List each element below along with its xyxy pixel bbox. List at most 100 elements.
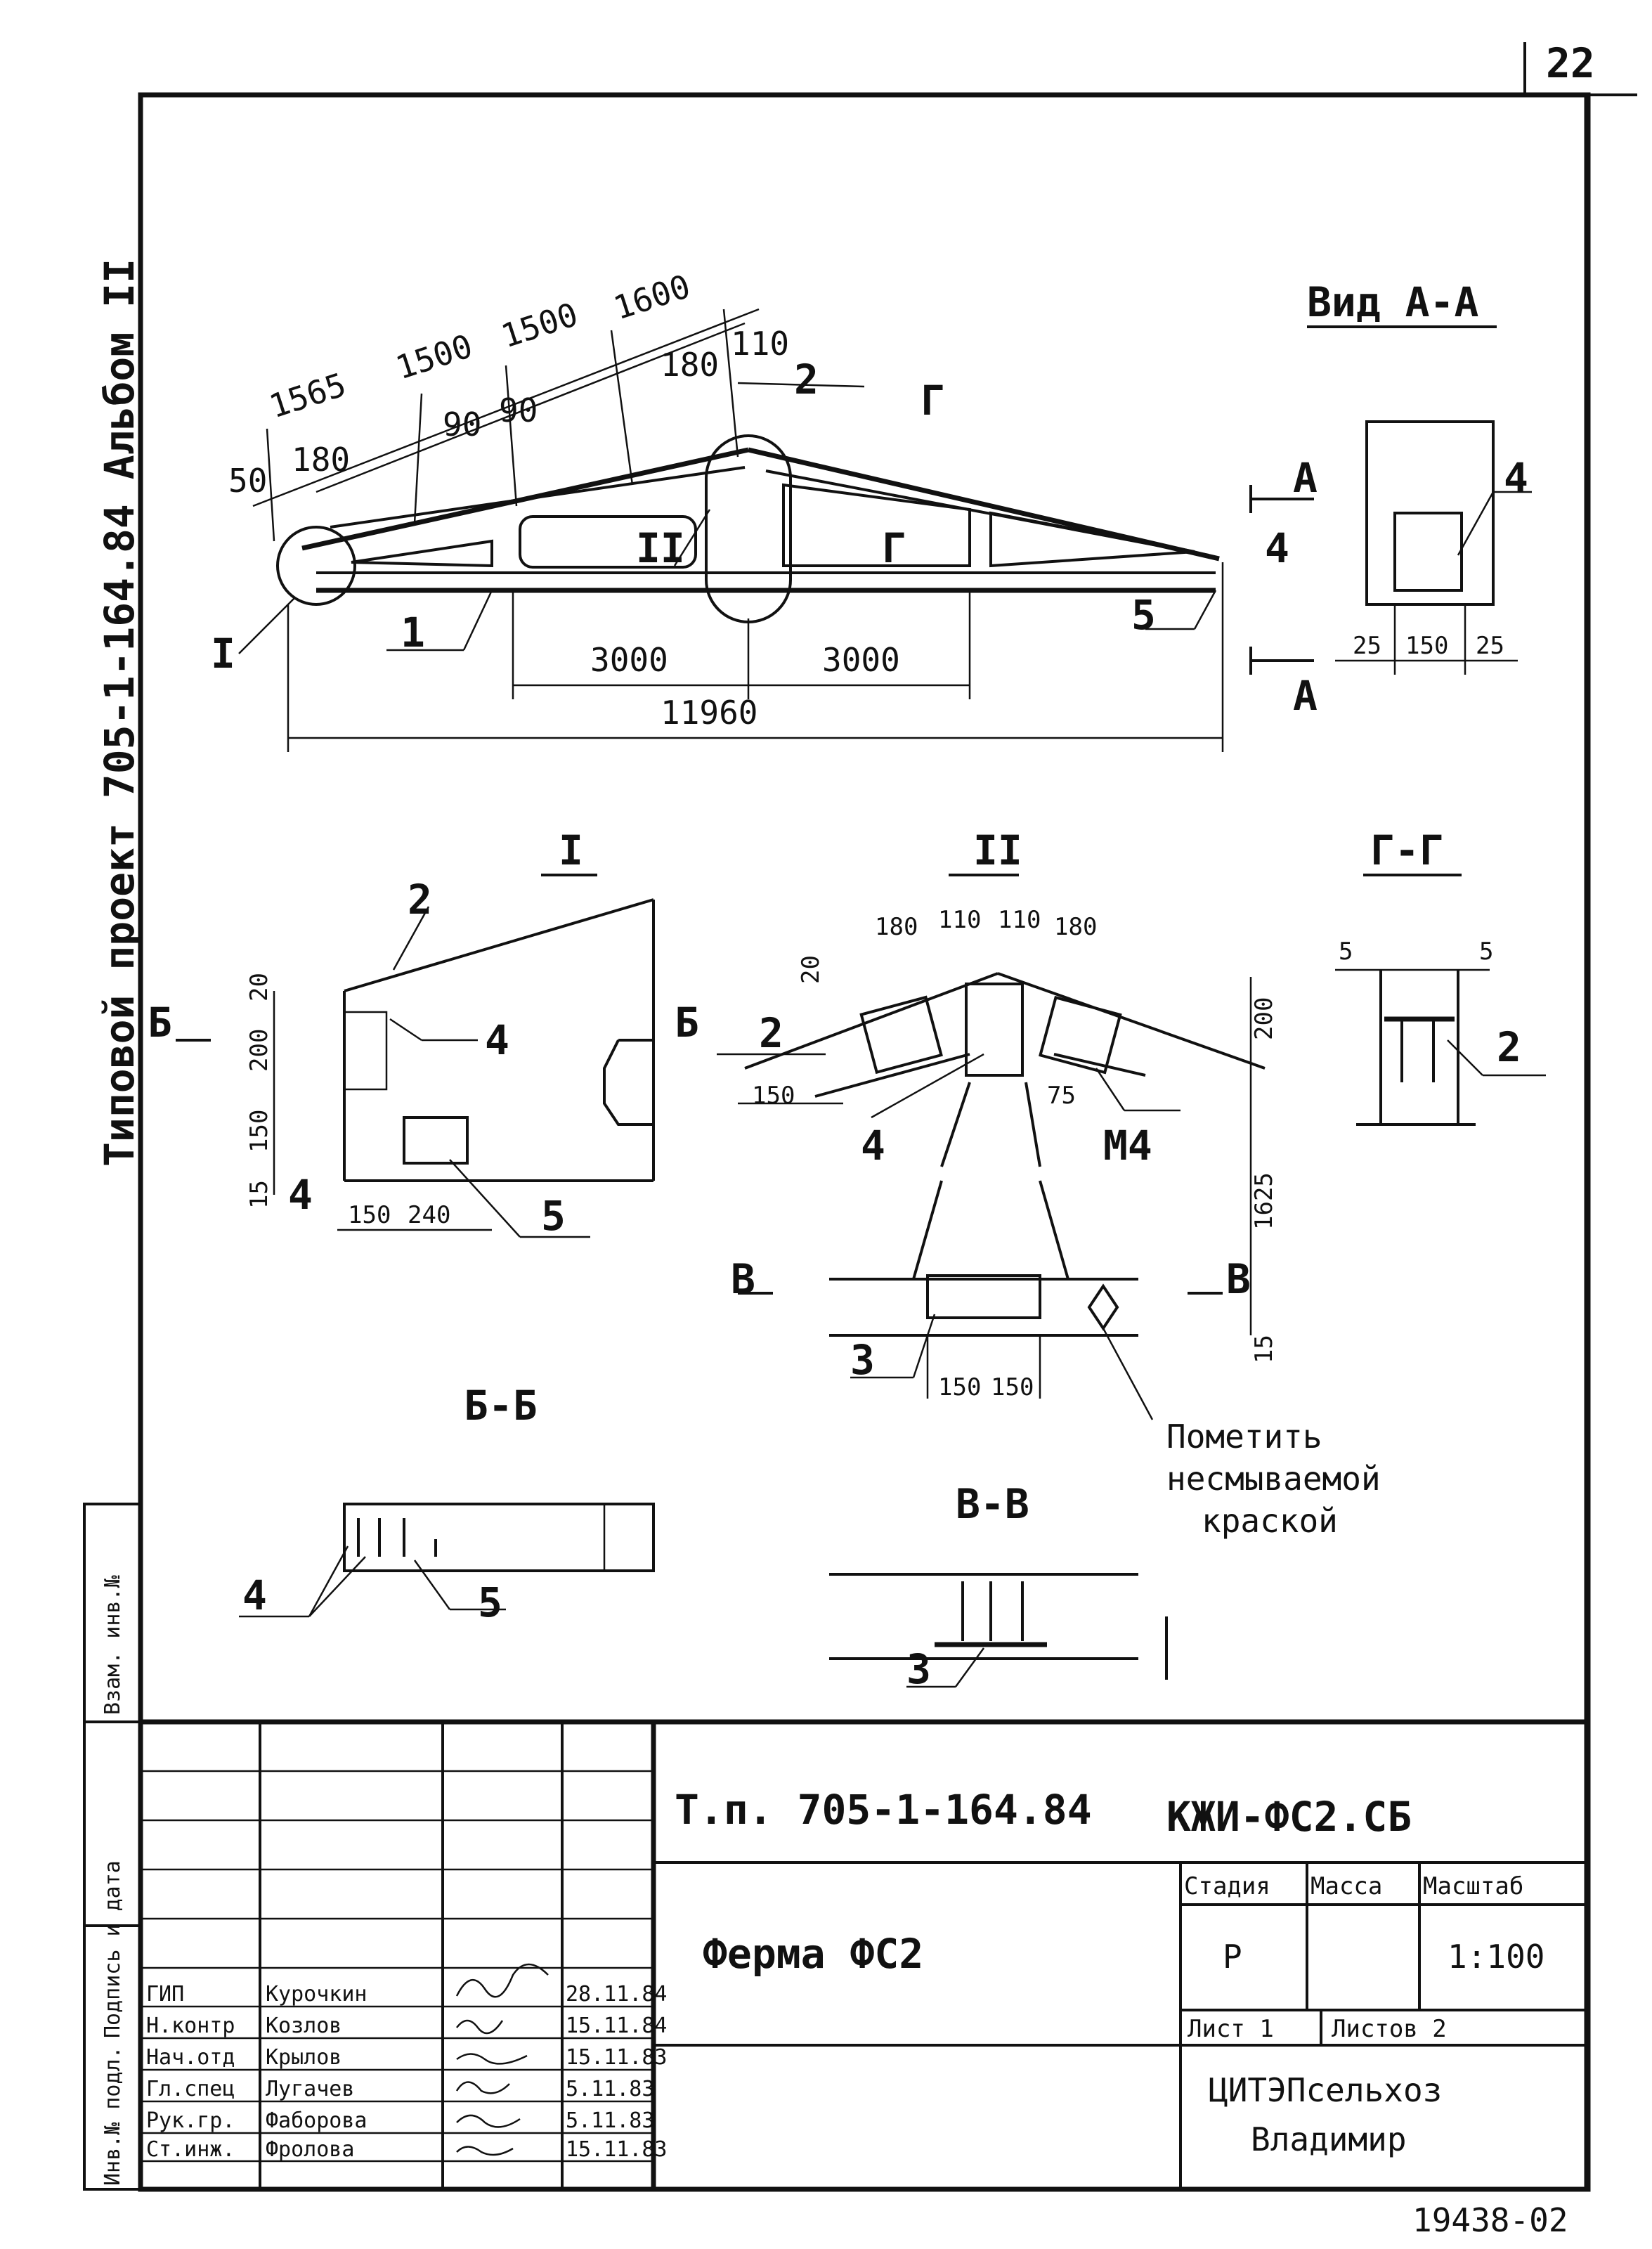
dim-11960: 11960 [661,694,757,732]
callout-2: 2 [794,356,819,403]
dim-110: 110 [731,325,789,363]
title-block-grid [138,1719,1591,2192]
gg-dim-5-left: 5 [1339,938,1353,966]
staff-role-1: Н.контр [146,2014,235,2038]
dim-3000-b: 3000 [822,641,900,679]
stamp-inv-podl: Инв.№ подл. [100,2046,125,2186]
staff-date-2: 15.11.83 [566,2045,668,2070]
gg-dim-5-right: 5 [1479,938,1493,966]
side-project-label: Типовой проект 705-1-164.84 Альбом II [96,259,143,1167]
ii-dim-1625: 1625 [1250,1172,1278,1230]
staff-date-5: 15.11.83 [566,2137,668,2162]
ii-callout-v-right: В [1226,1255,1251,1303]
signatures [455,1963,549,2156]
view-aa-callout-4: 4 [1504,454,1528,502]
aa-dim-25-right: 25 [1476,632,1504,660]
archive-number: 19438-02 [1412,2201,1568,2239]
ii-dim-150-a: 150 [938,1373,981,1401]
staff-role-0: ГИП [146,1982,184,2007]
detail-i-drawing [176,898,655,1238]
i-dim-150: 150 [245,1110,273,1153]
staff-date-4: 5.11.83 [566,2108,654,2133]
detail-ii-drawing [717,972,1266,1420]
ii-callout-3: 3 [850,1336,875,1384]
detail-ii-title: II [973,827,1022,874]
drawing-title: Ферма ФС2 [703,1930,923,1978]
staff-role-5: Ст.инж. [146,2137,235,2162]
callout-5: 5 [1131,591,1156,639]
ii-dim-110-b: 110 [998,906,1041,934]
section-bb-title: Б-Б [464,1382,538,1430]
staff-name-3: Лугачев [266,2077,354,2101]
staff-name-1: Козлов [266,2014,342,2038]
detail-i-title: I [559,827,583,874]
i-callout-2: 2 [408,876,432,923]
stamp-vzam-inv: Взам. инв.№ [100,1575,125,1715]
staff-name-0: Курочкин [266,1982,368,2007]
i-dim-240: 240 [408,1201,450,1229]
ii-dim-150-b: 150 [991,1373,1034,1401]
staff-role-4: Рук.гр. [146,2108,235,2133]
sheet-number: 22 [1546,39,1595,87]
callout-i: I [211,630,235,678]
dim-1500-b: 1500 [497,295,583,356]
section-gg-title: Г-Г [1370,827,1444,874]
i-callout-4-bottom: 4 [288,1171,313,1219]
staff-name-4: Фаборова [266,2108,368,2133]
ii-dim-180-b: 180 [1054,913,1097,941]
dim-90-b: 90 [499,391,538,429]
staff-name-5: Фролова [266,2137,354,2162]
organization-name: ЦИТЭПсельхоз [1209,2071,1442,2109]
staff-date-3: 5.11.83 [566,2077,654,2101]
ii-dim-20: 20 [797,955,825,984]
ii-callout-2: 2 [759,1009,783,1057]
view-aa [1335,420,1532,675]
detail-ii-marker [705,434,792,623]
dim-1500-a: 1500 [391,327,477,387]
note-line-2: несмываемой [1166,1460,1381,1498]
callout-a-top: А [1293,454,1318,502]
staff-role-2: Нач.отд [146,2045,235,2070]
i-dim-200: 200 [245,1029,273,1072]
section-vv-drawing [829,1573,1168,1688]
dim-180-right: 180 [661,346,719,384]
section-gg-drawing [1335,968,1546,1126]
i-dim-20: 20 [245,973,273,1002]
ii-dim-150: 150 [752,1082,795,1110]
staff-date-1: 15.11.84 [566,2014,668,2038]
dim-180-left: 180 [292,441,350,479]
ii-dim-15: 15 [1250,1335,1278,1363]
ii-dim-75: 75 [1047,1082,1076,1110]
drawing-code: КЖИ-ФС2.СБ [1166,1793,1412,1841]
organization-city: Владимир [1251,2120,1407,2158]
i-dim-15: 15 [245,1180,273,1209]
header-mass: Масса [1310,1872,1382,1900]
callout-g-bottom: Г [882,524,906,572]
view-aa-title: Вид А-А [1307,278,1478,326]
i-callout-b-right: Б [675,999,699,1046]
header-scale: Масштаб [1423,1872,1523,1900]
aa-dim-150: 150 [1405,632,1448,660]
vv-callout-3: 3 [906,1645,931,1693]
ii-callout-v-left: В [731,1255,755,1303]
ii-dim-180-a: 180 [875,913,918,941]
ii-callout-4: 4 [861,1122,885,1169]
staff-table: ГИП Курочкин 28.11.84 Н.контр Козлов 15.… [146,1982,668,2162]
bb-callout-5: 5 [478,1579,502,1626]
dim-1565: 1565 [265,365,351,426]
aa-dim-25-left: 25 [1353,632,1381,660]
section-bb-drawing [239,1503,655,1618]
stamp-signature-date: Подпись и дата [100,1860,125,2038]
stage-value: Р [1223,1938,1242,1976]
sheet-index: Лист 1 [1188,2015,1274,2043]
staff-name-2: Крылов [266,2045,342,2070]
sheets-total: Листов 2 [1332,2015,1447,2043]
callout-1: 1 [401,609,425,656]
dim-50: 50 [228,462,267,500]
callout-a-bottom: А [1293,672,1318,720]
ii-callout-m4: М4 [1103,1122,1152,1169]
i-callout-b-left: Б [148,999,172,1046]
note-line-3: краской [1202,1502,1338,1540]
